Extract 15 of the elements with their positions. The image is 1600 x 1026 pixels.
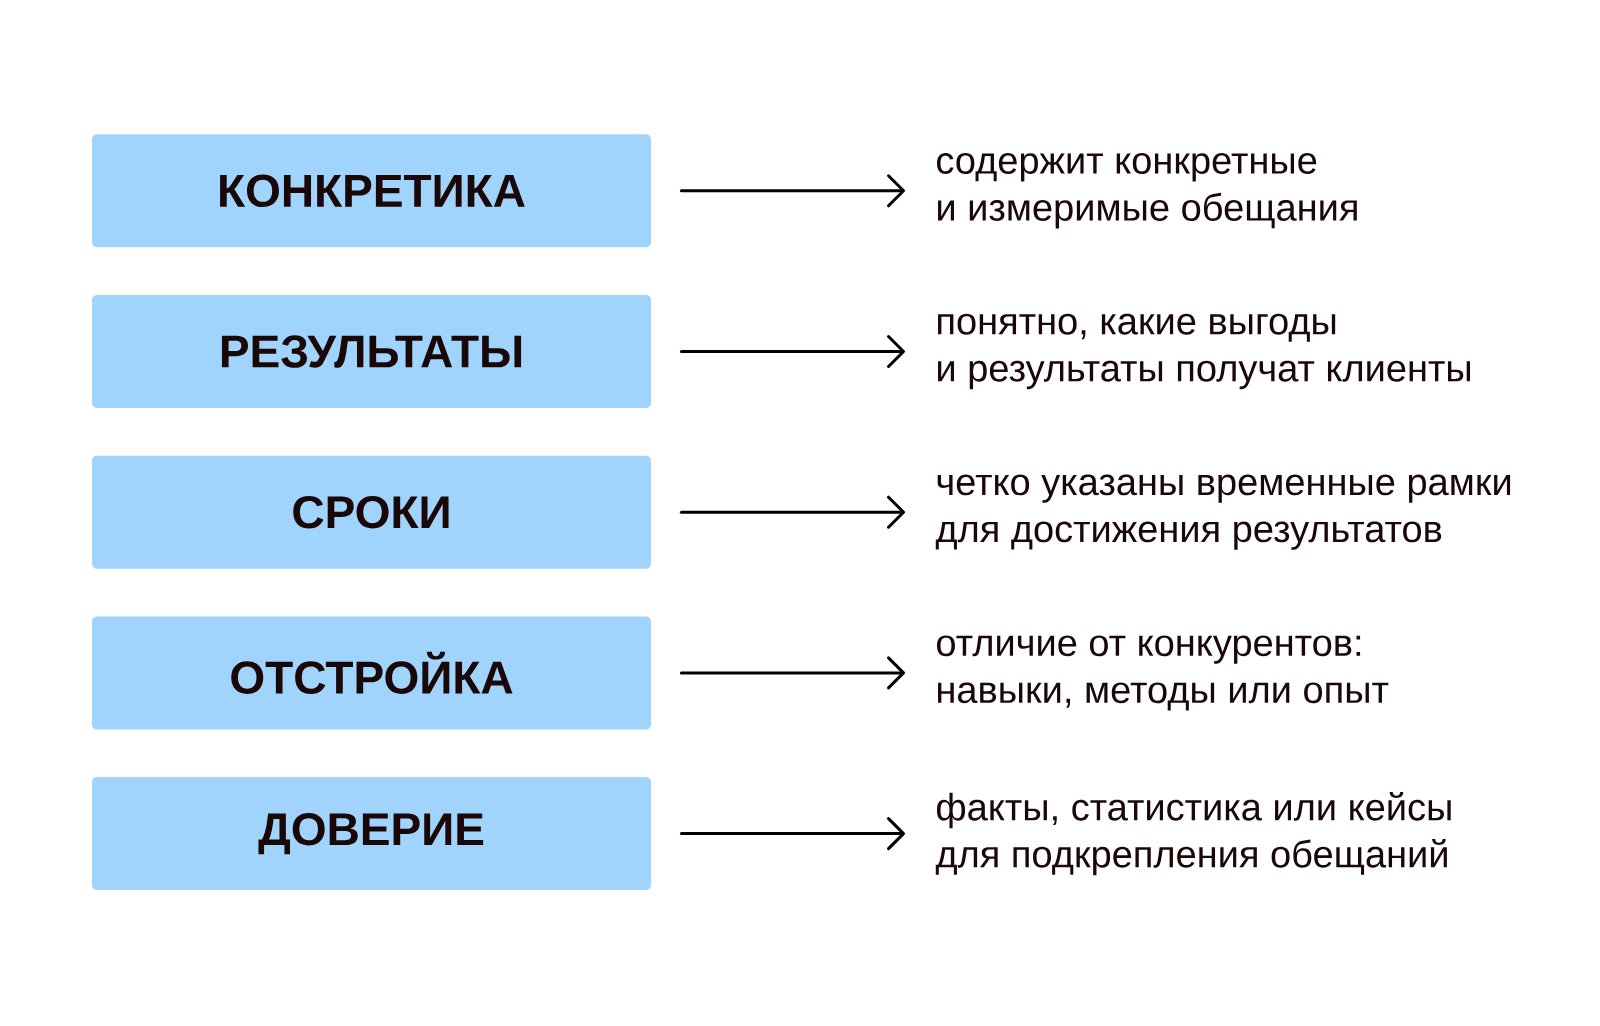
category-box: РЕЗУЛЬТАТЫ (92, 295, 651, 408)
description-text: содержит конкретные и измеримые обещания (937, 153, 1357, 229)
category-box: КОНКРЕТИКА (92, 134, 651, 248)
arrow (679, 817, 905, 851)
arrow (679, 495, 905, 529)
arrow (679, 335, 905, 368)
description-text: понятно, какие выгоды и результаты получат клиенты (938, 313, 1470, 390)
arrow (679, 656, 905, 690)
category-box: СРОКИ (92, 455, 651, 569)
description-text: факты, статистика или кейсы для подкрепления обещаний (935, 792, 1451, 876)
description-text: четко указаны временные рамки для достижения результатов (935, 474, 1511, 550)
description-text: отличие от конкурентов: навыки, методы или опыт (937, 635, 1389, 711)
category-box: ОТСТРОЙКА (92, 616, 651, 730)
category-box: ДОВЕРИЕ (92, 777, 651, 891)
arrow (679, 174, 905, 208)
